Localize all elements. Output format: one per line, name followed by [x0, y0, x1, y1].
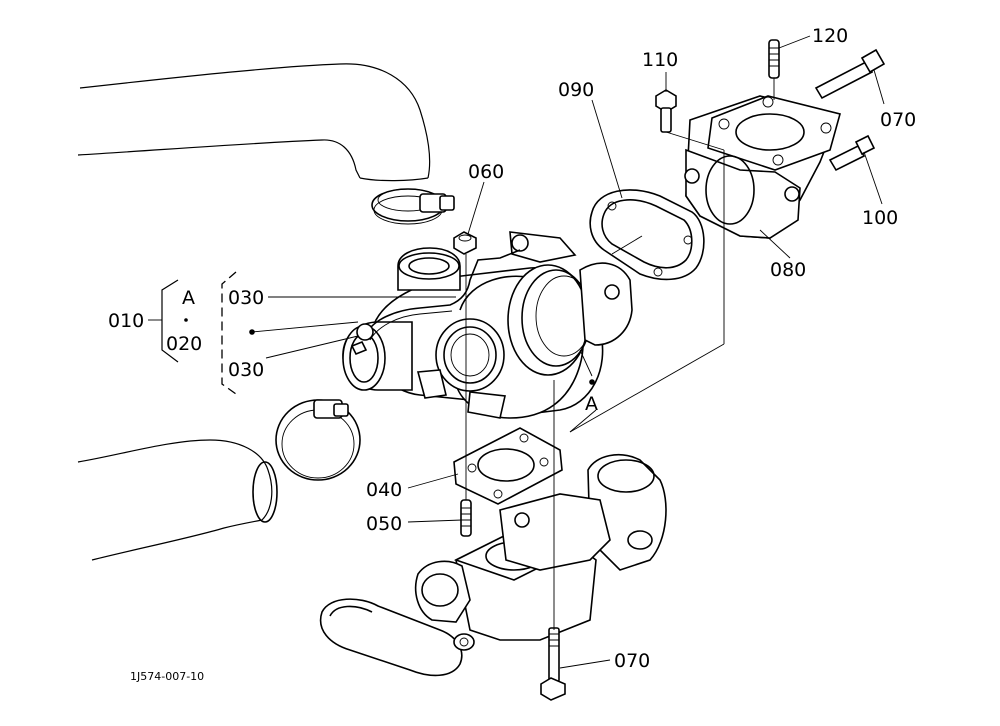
- label-a-group: A: [182, 287, 195, 309]
- hose-clamp-upper: [371, 188, 455, 225]
- intake-hose-lower: [77, 439, 278, 561]
- exhaust-elbow: [684, 95, 841, 239]
- nut-060: [453, 231, 477, 255]
- stud-120: [768, 39, 780, 79]
- bolt-110: [655, 89, 677, 133]
- group-bracket-010-020: [148, 271, 595, 395]
- label-020: 020: [166, 333, 202, 355]
- turbocharger: [342, 231, 633, 419]
- gasket-manifold: [453, 427, 563, 505]
- hose-clamp-lower: [275, 399, 361, 481]
- label-050: 050: [366, 513, 402, 535]
- label-060: 060: [468, 161, 504, 183]
- label-120: 120: [812, 25, 848, 47]
- label-010: 010: [108, 310, 144, 332]
- label-030-lower: 030: [228, 359, 264, 381]
- bolt-070-top: [814, 48, 886, 100]
- label-100: 100: [862, 207, 898, 229]
- turbo-dot: [589, 379, 595, 385]
- oil-pipe: [350, 249, 521, 356]
- bolt-100: [828, 134, 876, 172]
- group-dot: [184, 318, 188, 322]
- assembly-lines: [465, 78, 775, 630]
- label-110: 110: [642, 49, 678, 71]
- label-070-top: 070: [880, 109, 916, 131]
- stud-050: [460, 499, 472, 537]
- intake-hose-upper: [77, 63, 431, 182]
- label-080: 080: [770, 259, 806, 281]
- callout-labels: 120 110 090 070 060 100 080 A 030 010 02…: [108, 25, 916, 683]
- leader-lines: [251, 35, 885, 669]
- exhaust-manifold: [319, 454, 667, 677]
- label-a-turbo: A: [585, 393, 598, 415]
- gasket-turbo-outlet: [589, 189, 705, 281]
- oil-pipe-dot: [249, 329, 255, 335]
- label-040: 040: [366, 479, 402, 501]
- label-070-bottom: 070: [614, 650, 650, 672]
- drawing-code: 1J574-007-10: [130, 670, 204, 683]
- label-030-upper: 030: [228, 287, 264, 309]
- label-090: 090: [558, 79, 594, 101]
